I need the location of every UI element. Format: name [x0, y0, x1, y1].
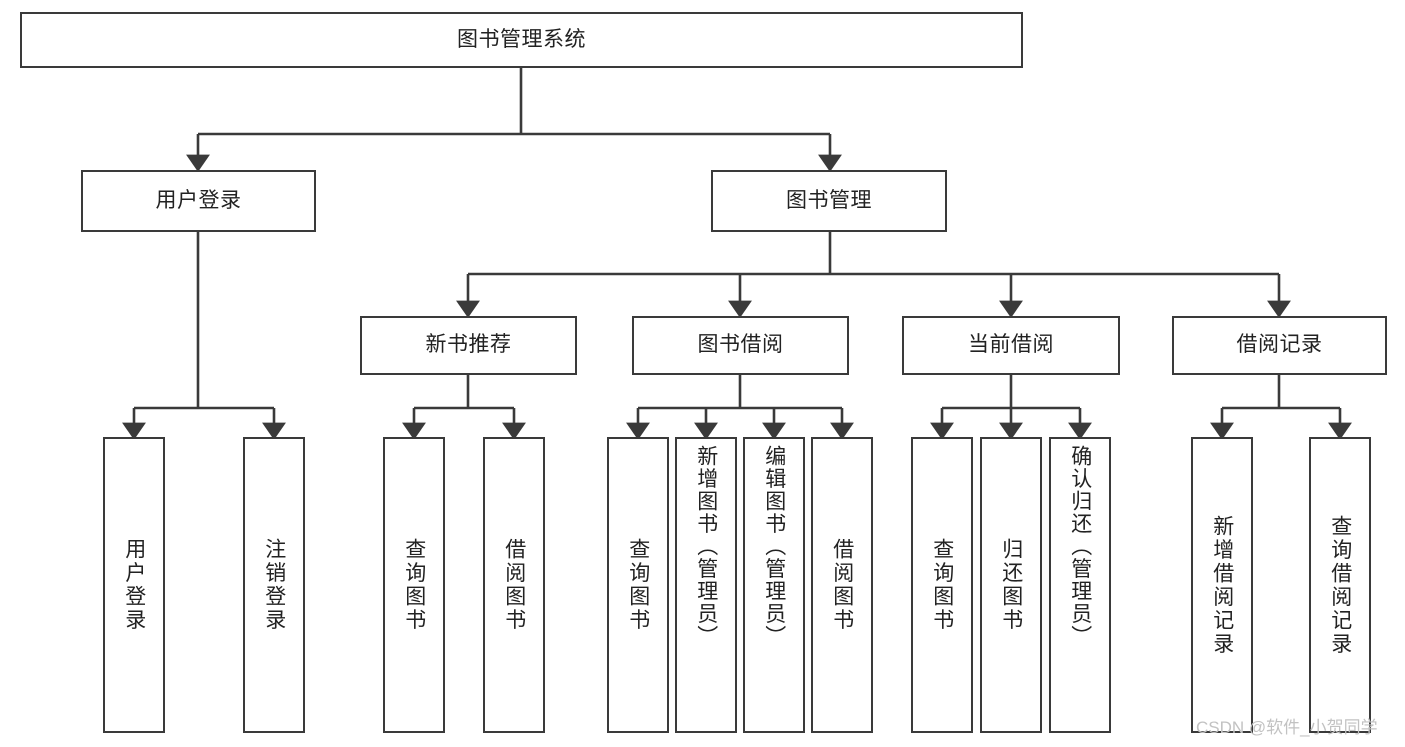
node-label: 新增借阅记录	[1210, 514, 1234, 656]
node-user-login[interactable]: 用户登录	[81, 170, 316, 232]
node-label: 图书管理	[786, 188, 872, 212]
node-label: 新书推荐	[425, 333, 512, 357]
node-new-book-recommend[interactable]: 新书推荐	[360, 316, 577, 375]
leaf-query-borrow-record[interactable]: 查询借阅记录	[1309, 437, 1371, 733]
leaf-query-book-new[interactable]: 查询图书	[383, 437, 445, 733]
leaf-borrow-book-new[interactable]: 借阅图书	[483, 437, 545, 733]
leaf-confirm-return-admin[interactable]: 确认归还（管理员）	[1049, 437, 1111, 733]
leaf-edit-book-admin[interactable]: 编辑图书（管理员）	[743, 437, 805, 733]
node-label: 查询图书	[626, 538, 650, 632]
node-root-system[interactable]: 图书管理系统	[20, 12, 1023, 68]
node-label: 借阅图书	[502, 538, 526, 632]
node-book-borrow[interactable]: 图书借阅	[632, 316, 849, 375]
node-label: 借阅图书	[830, 538, 854, 632]
node-label: 查询图书	[402, 538, 426, 632]
node-book-management[interactable]: 图书管理	[711, 170, 947, 232]
leaf-add-book-admin[interactable]: 新增图书（管理员）	[675, 437, 737, 733]
node-label: 编辑图书（管理员）	[762, 445, 786, 648]
node-label: 注销登录	[262, 538, 286, 632]
node-label: 用户登录	[155, 188, 242, 212]
node-label: 查询借阅记录	[1328, 514, 1352, 656]
node-current-borrow[interactable]: 当前借阅	[902, 316, 1120, 375]
node-label: 当前借阅	[968, 333, 1054, 357]
node-label: 归还图书	[999, 538, 1023, 632]
leaf-borrow-book-borrow[interactable]: 借阅图书	[811, 437, 873, 733]
csdn-watermark: CSDN @软件_小贺同学	[1196, 718, 1378, 737]
node-label: 用户登录	[122, 538, 146, 632]
node-label: 新增图书（管理员）	[694, 445, 718, 648]
node-borrow-record[interactable]: 借阅记录	[1172, 316, 1387, 375]
leaf-query-book-current[interactable]: 查询图书	[911, 437, 973, 733]
node-label: 图书管理系统	[457, 27, 586, 51]
node-label: 查询图书	[930, 538, 954, 632]
leaf-user-login[interactable]: 用户登录	[103, 437, 165, 733]
leaf-return-book[interactable]: 归还图书	[980, 437, 1042, 733]
node-label: 图书借阅	[697, 333, 784, 357]
node-label: 确认归还（管理员）	[1068, 445, 1092, 648]
leaf-logout[interactable]: 注销登录	[243, 437, 305, 733]
leaf-add-borrow-record[interactable]: 新增借阅记录	[1191, 437, 1253, 733]
leaf-query-book-borrow[interactable]: 查询图书	[607, 437, 669, 733]
node-label: 借阅记录	[1236, 333, 1323, 357]
